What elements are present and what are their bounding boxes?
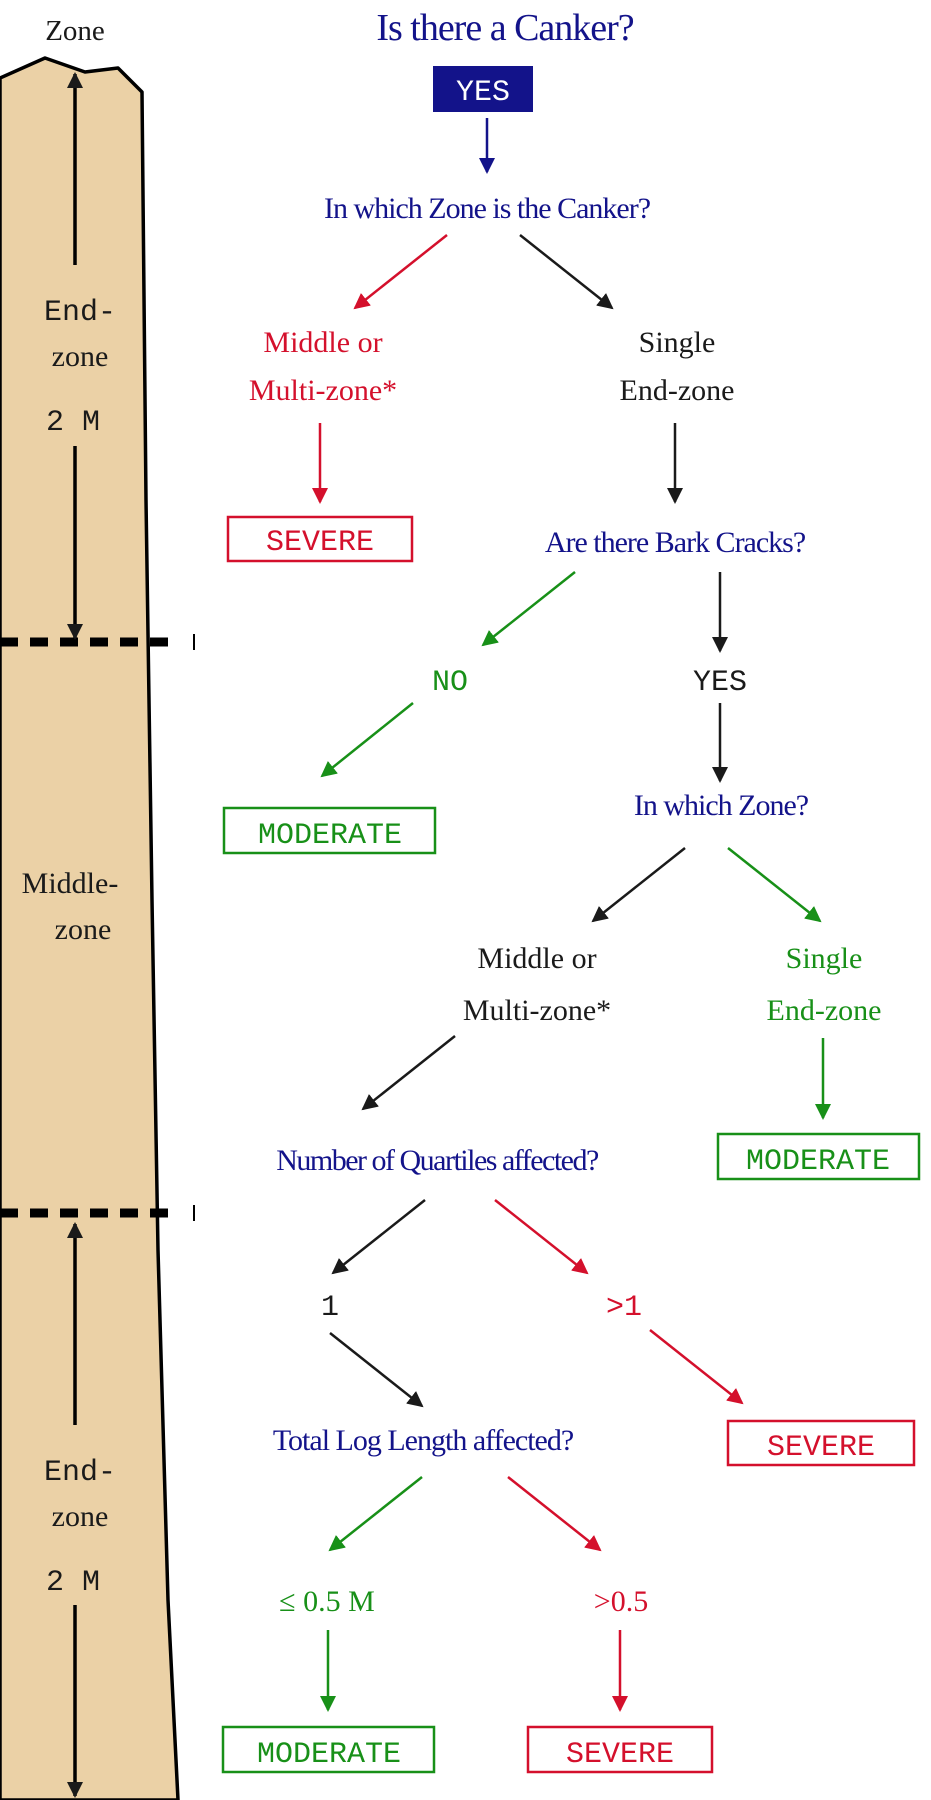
- arrow-to-one: [331, 1199, 426, 1275]
- arrow-to-moderate-1: [320, 702, 414, 778]
- answer-one: 1: [321, 1291, 339, 1325]
- result-moderate-3: MODERATE: [257, 1738, 401, 1772]
- result-moderate-1-box: [222, 806, 437, 855]
- result-severe-3: SEVERE: [566, 1738, 674, 1772]
- option-middle-multi-line1: Middle or: [263, 326, 382, 359]
- arrow-to-log-length: [329, 1332, 424, 1408]
- arrow-to-no: [481, 571, 576, 647]
- option-middle-multi-line2: Multi-zone*: [249, 374, 397, 407]
- question-quartiles: Number of Quartiles affected?: [276, 1144, 599, 1177]
- answer-over-half: >0.5: [594, 1585, 648, 1618]
- log-shape: [0, 56, 180, 1800]
- result-severe-1: SEVERE: [266, 526, 374, 560]
- result-severe-3-box: [526, 1725, 714, 1774]
- answer-more-than-one: >1: [606, 1291, 642, 1325]
- result-severe-2: SEVERE: [767, 1431, 875, 1465]
- result-moderate-2: MODERATE: [746, 1145, 890, 1179]
- arrow-to-middle-multi: [353, 234, 448, 310]
- bottom-zone-length: 2 M: [46, 1566, 100, 1600]
- option-middle-multi-2-line1: Middle or: [477, 942, 596, 975]
- top-zone-length: 2 M: [46, 406, 100, 440]
- arrow-to-half-or-less: [328, 1476, 423, 1552]
- zone-column-header: Zone: [45, 15, 105, 47]
- option-middle-multi-2-line2: Multi-zone*: [463, 994, 611, 1027]
- result-severe-1-box: [226, 515, 414, 563]
- option-single-end-line2: End-zone: [620, 374, 735, 407]
- answer-yes-box: [433, 66, 533, 112]
- top-zone-label-line1: End-: [44, 296, 116, 330]
- question-canker-present: Is there a Canker?: [376, 7, 633, 49]
- answer-yes-label: YES: [456, 76, 510, 110]
- answer-no: NO: [432, 666, 468, 700]
- arrow-to-severe-2: [649, 1329, 744, 1405]
- log-column: Zone End- zone 2 M Middle- zone End- zon…: [0, 15, 195, 1800]
- answer-half-or-less: ≤ 0.5 M: [279, 1585, 375, 1618]
- decision-flow: Is there a Canker? YES In which Zone is …: [221, 7, 921, 1774]
- arrow-to-middle-multi-2: [591, 847, 686, 923]
- bottom-zone-label-line2: zone: [52, 1500, 109, 1533]
- question-log-length: Total Log Length affected?: [273, 1424, 574, 1457]
- result-moderate-2-box: [716, 1132, 921, 1181]
- middle-zone-label-line1: Middle-: [22, 867, 119, 900]
- result-severe-2-box: [726, 1419, 916, 1467]
- result-moderate-1: MODERATE: [258, 819, 402, 853]
- option-single-end-line1: Single: [639, 326, 716, 359]
- answer-yes-cracks: YES: [693, 666, 747, 700]
- arrow-to-more-than-one: [494, 1199, 589, 1275]
- arrow-to-single-end: [519, 234, 614, 310]
- option-single-end-2-line1: Single: [786, 942, 863, 975]
- result-moderate-3-box: [221, 1725, 436, 1774]
- arrow-to-quartiles: [361, 1035, 456, 1111]
- arrow-to-single-end-2: [727, 847, 822, 923]
- bottom-zone-label-line1: End-: [44, 1456, 116, 1490]
- question-which-zone: In which Zone?: [634, 789, 809, 822]
- question-bark-cracks: Are there Bark Cracks?: [545, 526, 806, 559]
- middle-zone-label-line2: zone: [55, 913, 112, 946]
- arrow-to-over-half: [507, 1476, 602, 1552]
- option-single-end-2-line2: End-zone: [767, 994, 882, 1027]
- top-zone-label-line2: zone: [52, 340, 109, 373]
- question-canker-zone: In which Zone is the Canker?: [324, 192, 651, 225]
